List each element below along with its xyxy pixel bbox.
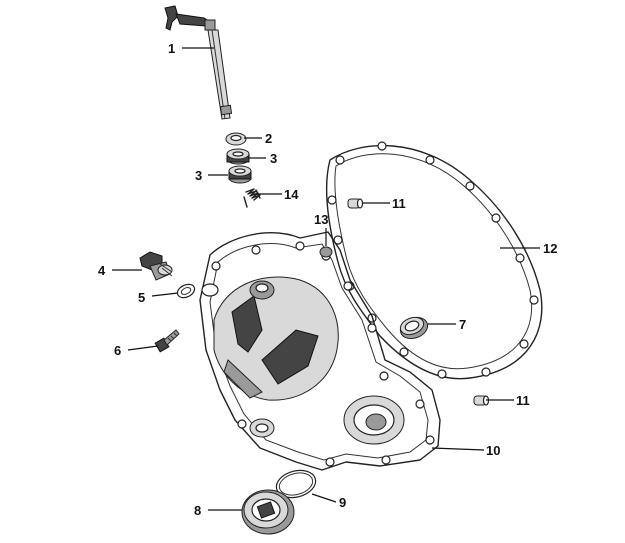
callout-14: 14	[284, 187, 299, 202]
callout-12: 12	[543, 241, 557, 256]
part-11-dowel-pin-upper	[347, 198, 364, 209]
callout-labels: 1 2 3 3 14 4 5 6 7 8 9 10 11 11 12 13	[98, 41, 557, 518]
part-2-washer	[225, 132, 247, 146]
callout-10: 10	[486, 443, 500, 458]
part-7-oil-seal	[399, 316, 429, 340]
callout-2: 2	[265, 131, 272, 146]
part-13-cover-boss	[319, 246, 333, 258]
part-6-bolt	[154, 329, 180, 353]
part-9-cover-o-ring	[275, 469, 317, 499]
callout-3-lower: 3	[195, 168, 202, 183]
leader-lines	[112, 47, 540, 511]
callout-3-upper: 3	[270, 151, 277, 166]
callout-4: 4	[98, 263, 106, 278]
gasket-bolt-holes	[327, 141, 539, 379]
callout-8: 8	[194, 503, 201, 518]
part-10-clutch-cover	[199, 231, 441, 471]
callout-9: 9	[339, 495, 346, 510]
cover-bolt-bosses	[211, 241, 435, 467]
part-3-upper-bushing	[226, 148, 250, 165]
callout-7: 7	[459, 317, 466, 332]
callout-5: 5	[138, 290, 145, 305]
part-3-lower-bushing	[228, 165, 252, 184]
part-4-filler-plug	[139, 251, 173, 281]
callout-11-upper: 11	[392, 196, 406, 211]
part-14-spring	[243, 188, 261, 208]
part-8-inspection-cap	[241, 489, 295, 535]
part-12-gasket	[326, 141, 543, 380]
part-5-o-ring	[176, 283, 196, 299]
callout-1: 1	[168, 41, 175, 56]
callout-11-lower: 11	[516, 393, 530, 408]
callout-13: 13	[314, 212, 328, 227]
part-1-shift-shaft	[164, 5, 233, 120]
callout-6: 6	[114, 343, 121, 358]
